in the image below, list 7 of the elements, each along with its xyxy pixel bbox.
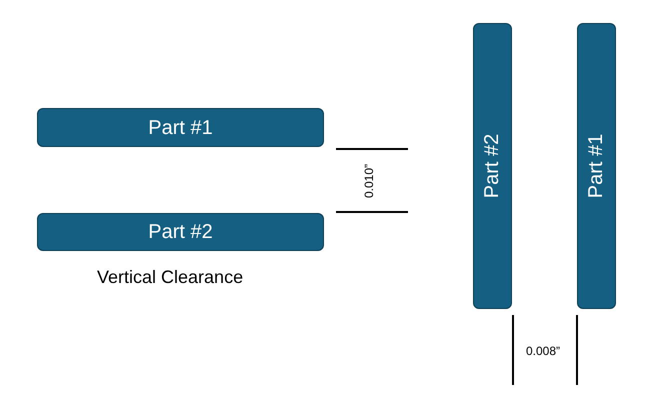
part-bar: Part #2 <box>37 213 324 251</box>
dimension-label: 0.008” <box>526 343 560 359</box>
part-bar: Part #1 <box>37 108 324 147</box>
part-bar: Part #1 <box>577 23 616 309</box>
caption-text: Vertical Clearance <box>97 266 244 289</box>
part-bar: Part #2 <box>473 23 512 309</box>
dimension-label: 0.010” <box>361 164 378 198</box>
